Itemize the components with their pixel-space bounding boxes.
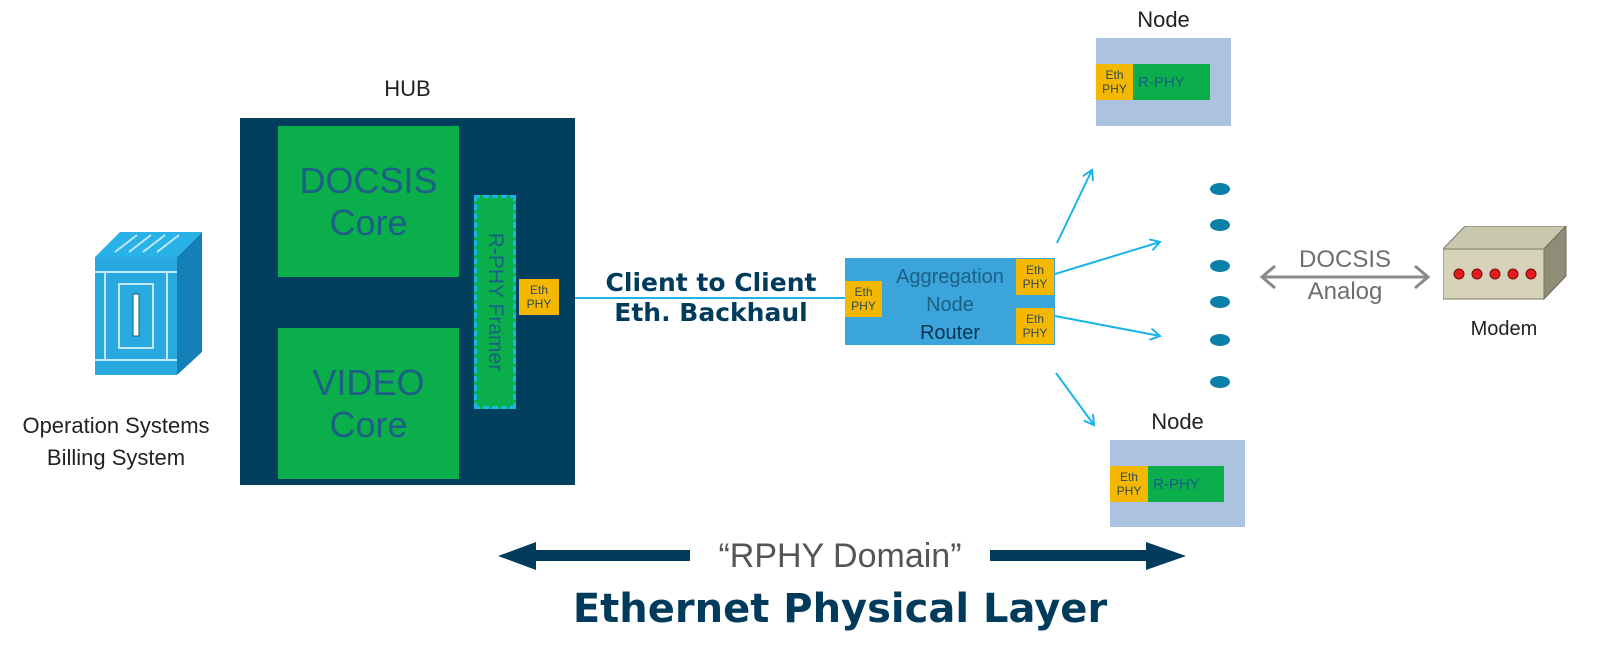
backhaul-line2: Eth. Backhaul (614, 298, 808, 327)
bottom-node-eth-line1: Eth (1119, 470, 1138, 484)
server-icon (95, 232, 202, 375)
docsis-core-line2: Core (329, 201, 408, 243)
bottom-node-label: Node (1151, 409, 1204, 434)
docsis-double-arrow (1259, 264, 1431, 290)
video-core-line1: VIDEO (312, 361, 425, 403)
top-node-label: Node (1137, 7, 1190, 32)
bottom-node-eth-line2: PHY (1116, 484, 1142, 498)
hub-eth-line2: PHY (526, 297, 552, 311)
aggregation-line1: Aggregation (896, 266, 1004, 288)
arrow-to-dots-lower (1054, 315, 1160, 336)
top-node-rphy: R-PHY (1133, 64, 1210, 100)
agg-eth-in-line2: PHY (851, 299, 876, 313)
aggregation-router-line: Router (919, 322, 981, 344)
top-node-eth-line2: PHY (1102, 82, 1127, 96)
agg-eth-out2-line2: PHY (1022, 326, 1048, 340)
backhaul-label: Client to Client Eth. Backhaul (580, 268, 842, 328)
agg-eth-out1-line1: Eth (1025, 263, 1044, 277)
aggregation-eth-in: Eth PHY (845, 281, 882, 317)
agg-eth-in-line1: Eth (854, 285, 873, 299)
aggregation-label: Aggregation Node Router (880, 263, 1020, 347)
video-core-line2: Core (329, 403, 408, 445)
rphy-domain-arrow (498, 542, 1186, 570)
rphy-framer-label: R-PHY Framer (484, 232, 507, 372)
ethernet-physical-layer-title: Ethernet Physical Layer (572, 586, 1108, 632)
arrow-to-bottom-node (1055, 372, 1094, 425)
operation-systems-line: Operation Systems (22, 413, 210, 438)
docsis-core: DOCSIS Core (278, 126, 459, 277)
rphy-framer: R-PHY Framer (474, 195, 516, 409)
operation-systems-label: Operation Systems Billing System (0, 410, 232, 474)
hub-eth-line1: Eth (529, 283, 548, 297)
docsis-link-line2: Analog (1307, 278, 1383, 305)
top-node-eth-line1: Eth (1105, 68, 1124, 82)
aggregation-eth-out-2: Eth PHY (1016, 308, 1054, 344)
arrow-to-dots-upper (1054, 242, 1160, 275)
arrow-to-top-node (1056, 170, 1092, 244)
docsis-analog-label: DOCSIS Analog (1280, 244, 1410, 308)
modem-icon (1443, 226, 1567, 301)
aggregation-line2: Node (926, 294, 974, 316)
aggregation-eth-out-1: Eth PHY (1016, 259, 1054, 295)
hub-label: HUB (384, 76, 431, 101)
bottom-node-rphy: R-PHY (1148, 466, 1224, 502)
agg-eth-out2-line1: Eth (1025, 312, 1044, 326)
billing-system-line: Billing System (46, 445, 186, 470)
node-ellipsis-dots (1210, 183, 1230, 388)
agg-eth-out1-line2: PHY (1022, 277, 1048, 291)
modem-label: Modem (1470, 318, 1538, 340)
hub-eth-phy: Eth PHY (519, 279, 559, 315)
bottom-node-eth-phy: Eth PHY (1110, 466, 1148, 502)
docsis-core-line1: DOCSIS (299, 159, 438, 201)
top-node-eth-phy: Eth PHY (1096, 64, 1133, 100)
docsis-link-line1: DOCSIS (1298, 246, 1391, 273)
video-core: VIDEO Core (278, 328, 459, 479)
rphy-domain-label: “RPHY Domain” (718, 537, 962, 575)
backhaul-line1: Client to Client (605, 268, 817, 297)
